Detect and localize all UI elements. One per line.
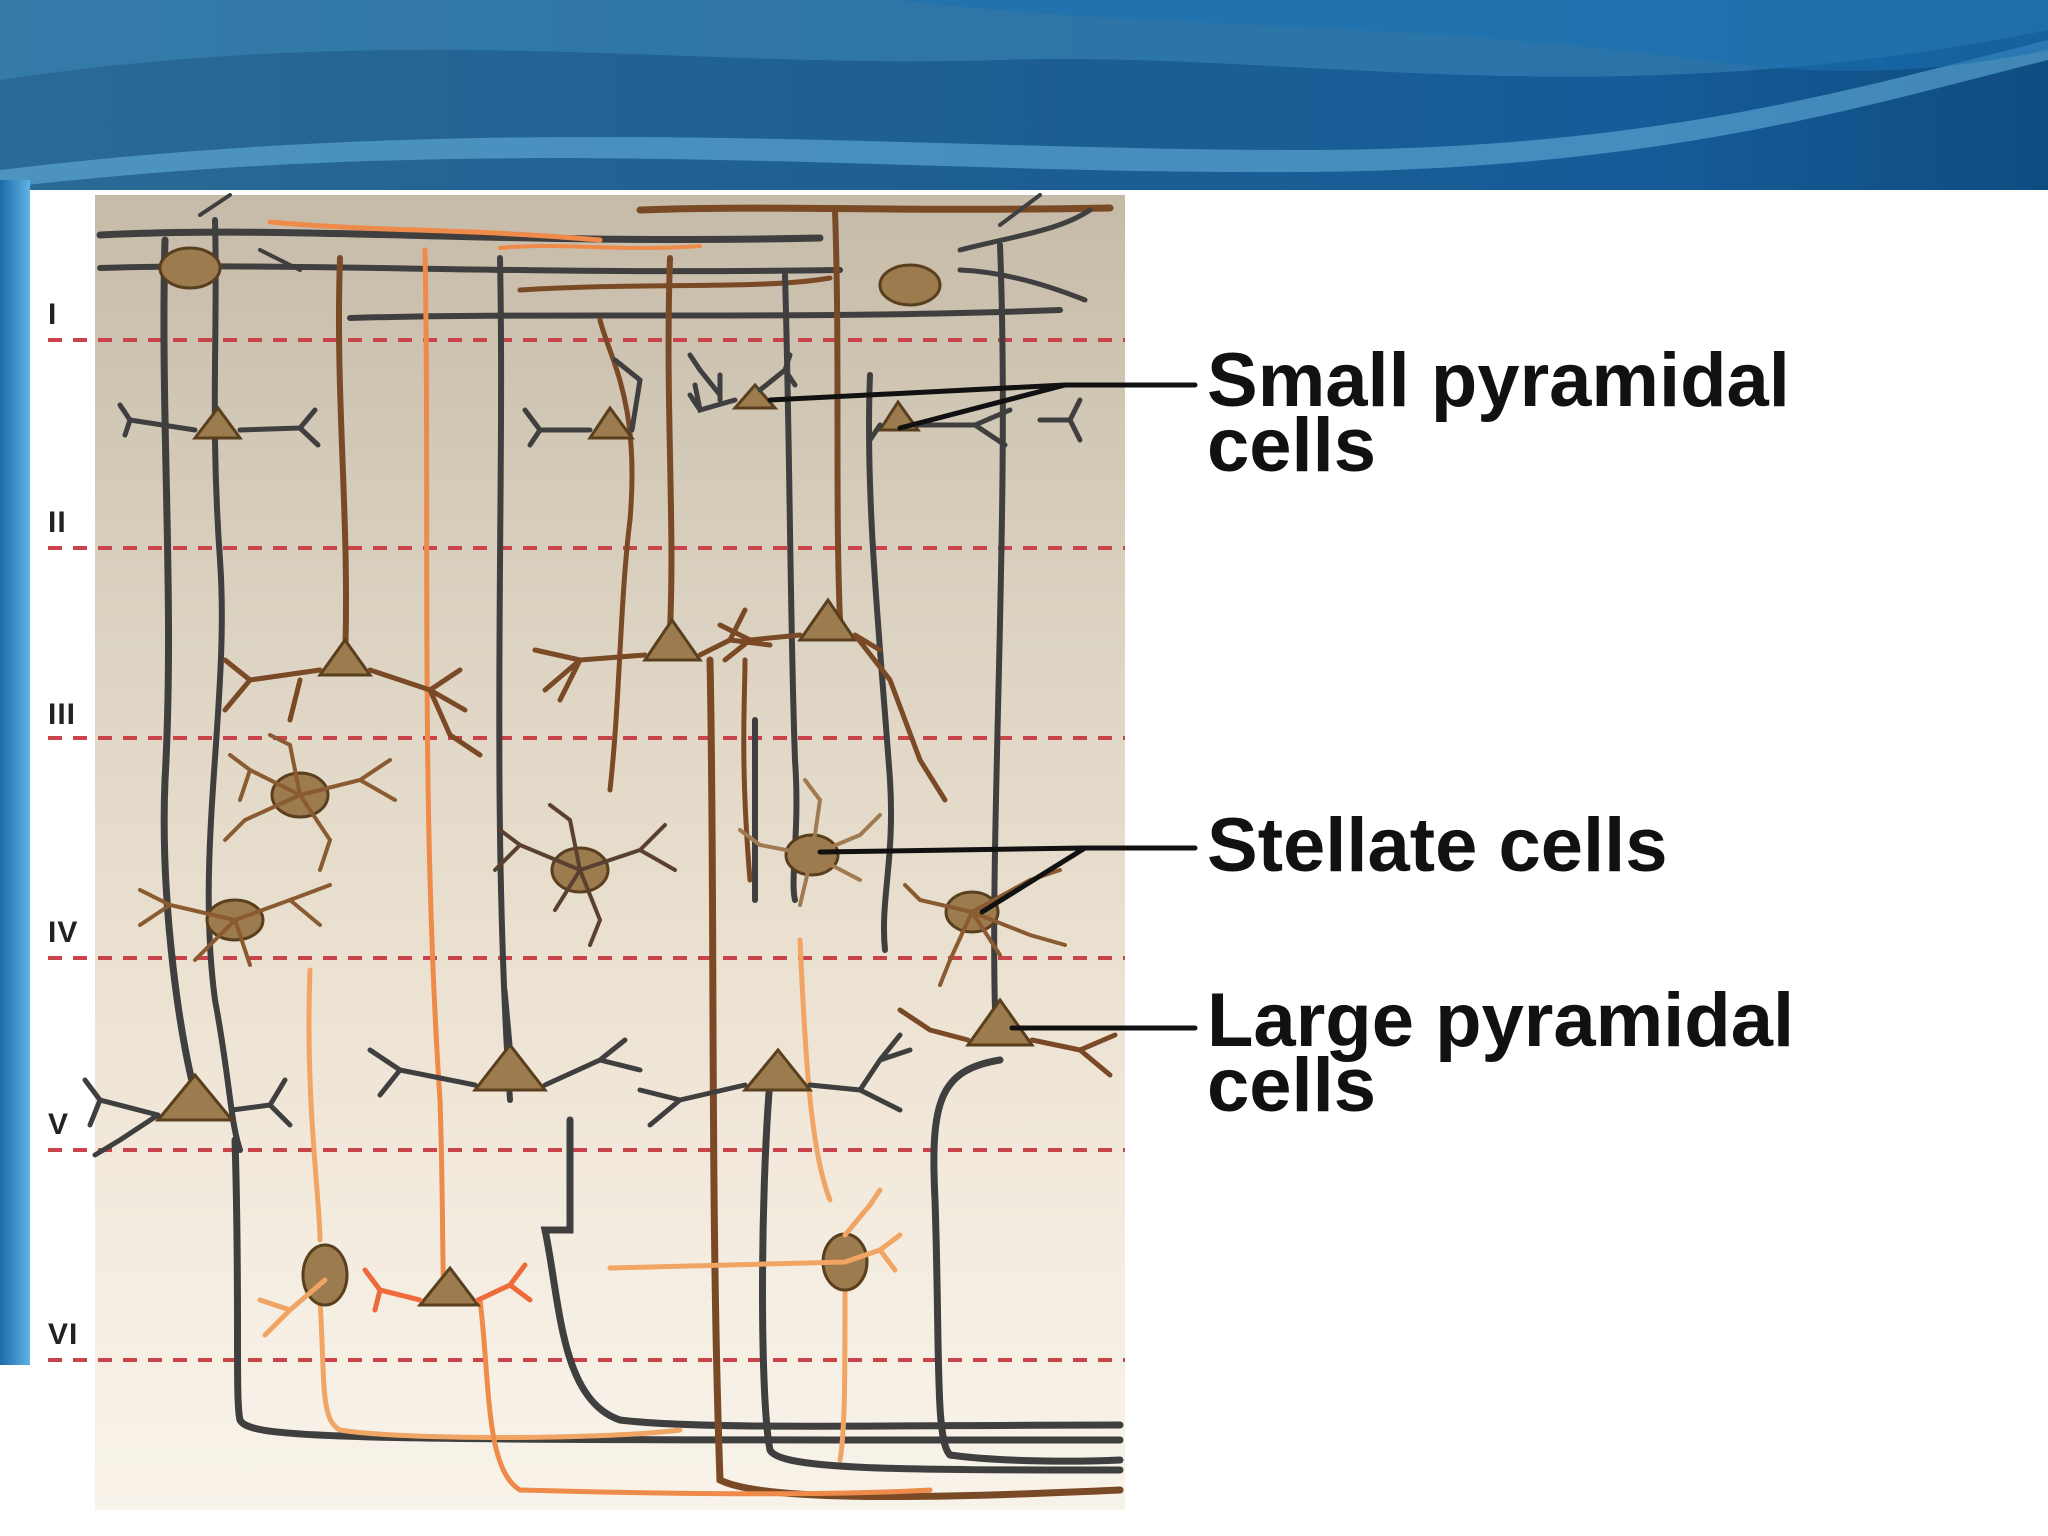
dendrite-branches xyxy=(82,352,1118,1338)
cell-layer-i-1 xyxy=(158,246,222,290)
label-stellate: Stellate cells xyxy=(1207,803,1668,888)
cell-layer-i-2 xyxy=(878,263,942,307)
label-large-pyramidal-line1: Large pyramidal xyxy=(1207,978,1795,1063)
medium-pyramidal-2 xyxy=(642,617,703,662)
layer-dividers xyxy=(48,338,1125,1362)
medium-pyramidal-3 xyxy=(797,597,858,642)
layer-label-ii: II xyxy=(48,506,67,539)
layer-label-iii: III xyxy=(48,698,77,731)
layer-label-iv: IV xyxy=(48,916,79,949)
vertical-fibers xyxy=(160,207,1124,1501)
leader-small-pyramidal-2 xyxy=(897,382,1068,431)
large-pyramidal-2 xyxy=(471,1042,549,1092)
large-pyramidal-1 xyxy=(154,1072,236,1122)
small-pyramidal-2 xyxy=(587,405,635,440)
large-pyramidal-3 xyxy=(741,1047,814,1092)
small-pyramidal-3 xyxy=(731,382,779,410)
label-small-pyramidal-line1: Small pyramidal xyxy=(1207,338,1790,423)
label-small-pyramidal-line2: cells xyxy=(1207,403,1377,488)
header-wave-band xyxy=(0,0,2048,190)
medium-pyramidal-1 xyxy=(317,637,373,677)
layer-label-v: V xyxy=(48,1108,70,1141)
leader-stellate-2 xyxy=(979,845,1088,915)
small-pyramidal-1 xyxy=(191,405,243,440)
pyramidal-layer-vi xyxy=(416,1265,482,1307)
layer-label-vi: VI xyxy=(48,1318,79,1351)
left-decorative-strip xyxy=(0,180,30,1365)
large-pyramidal-4 xyxy=(965,997,1035,1047)
layer-label-i: I xyxy=(48,298,58,331)
leader-lines xyxy=(767,382,1198,1031)
label-large-pyramidal-line2: cells xyxy=(1207,1043,1377,1128)
